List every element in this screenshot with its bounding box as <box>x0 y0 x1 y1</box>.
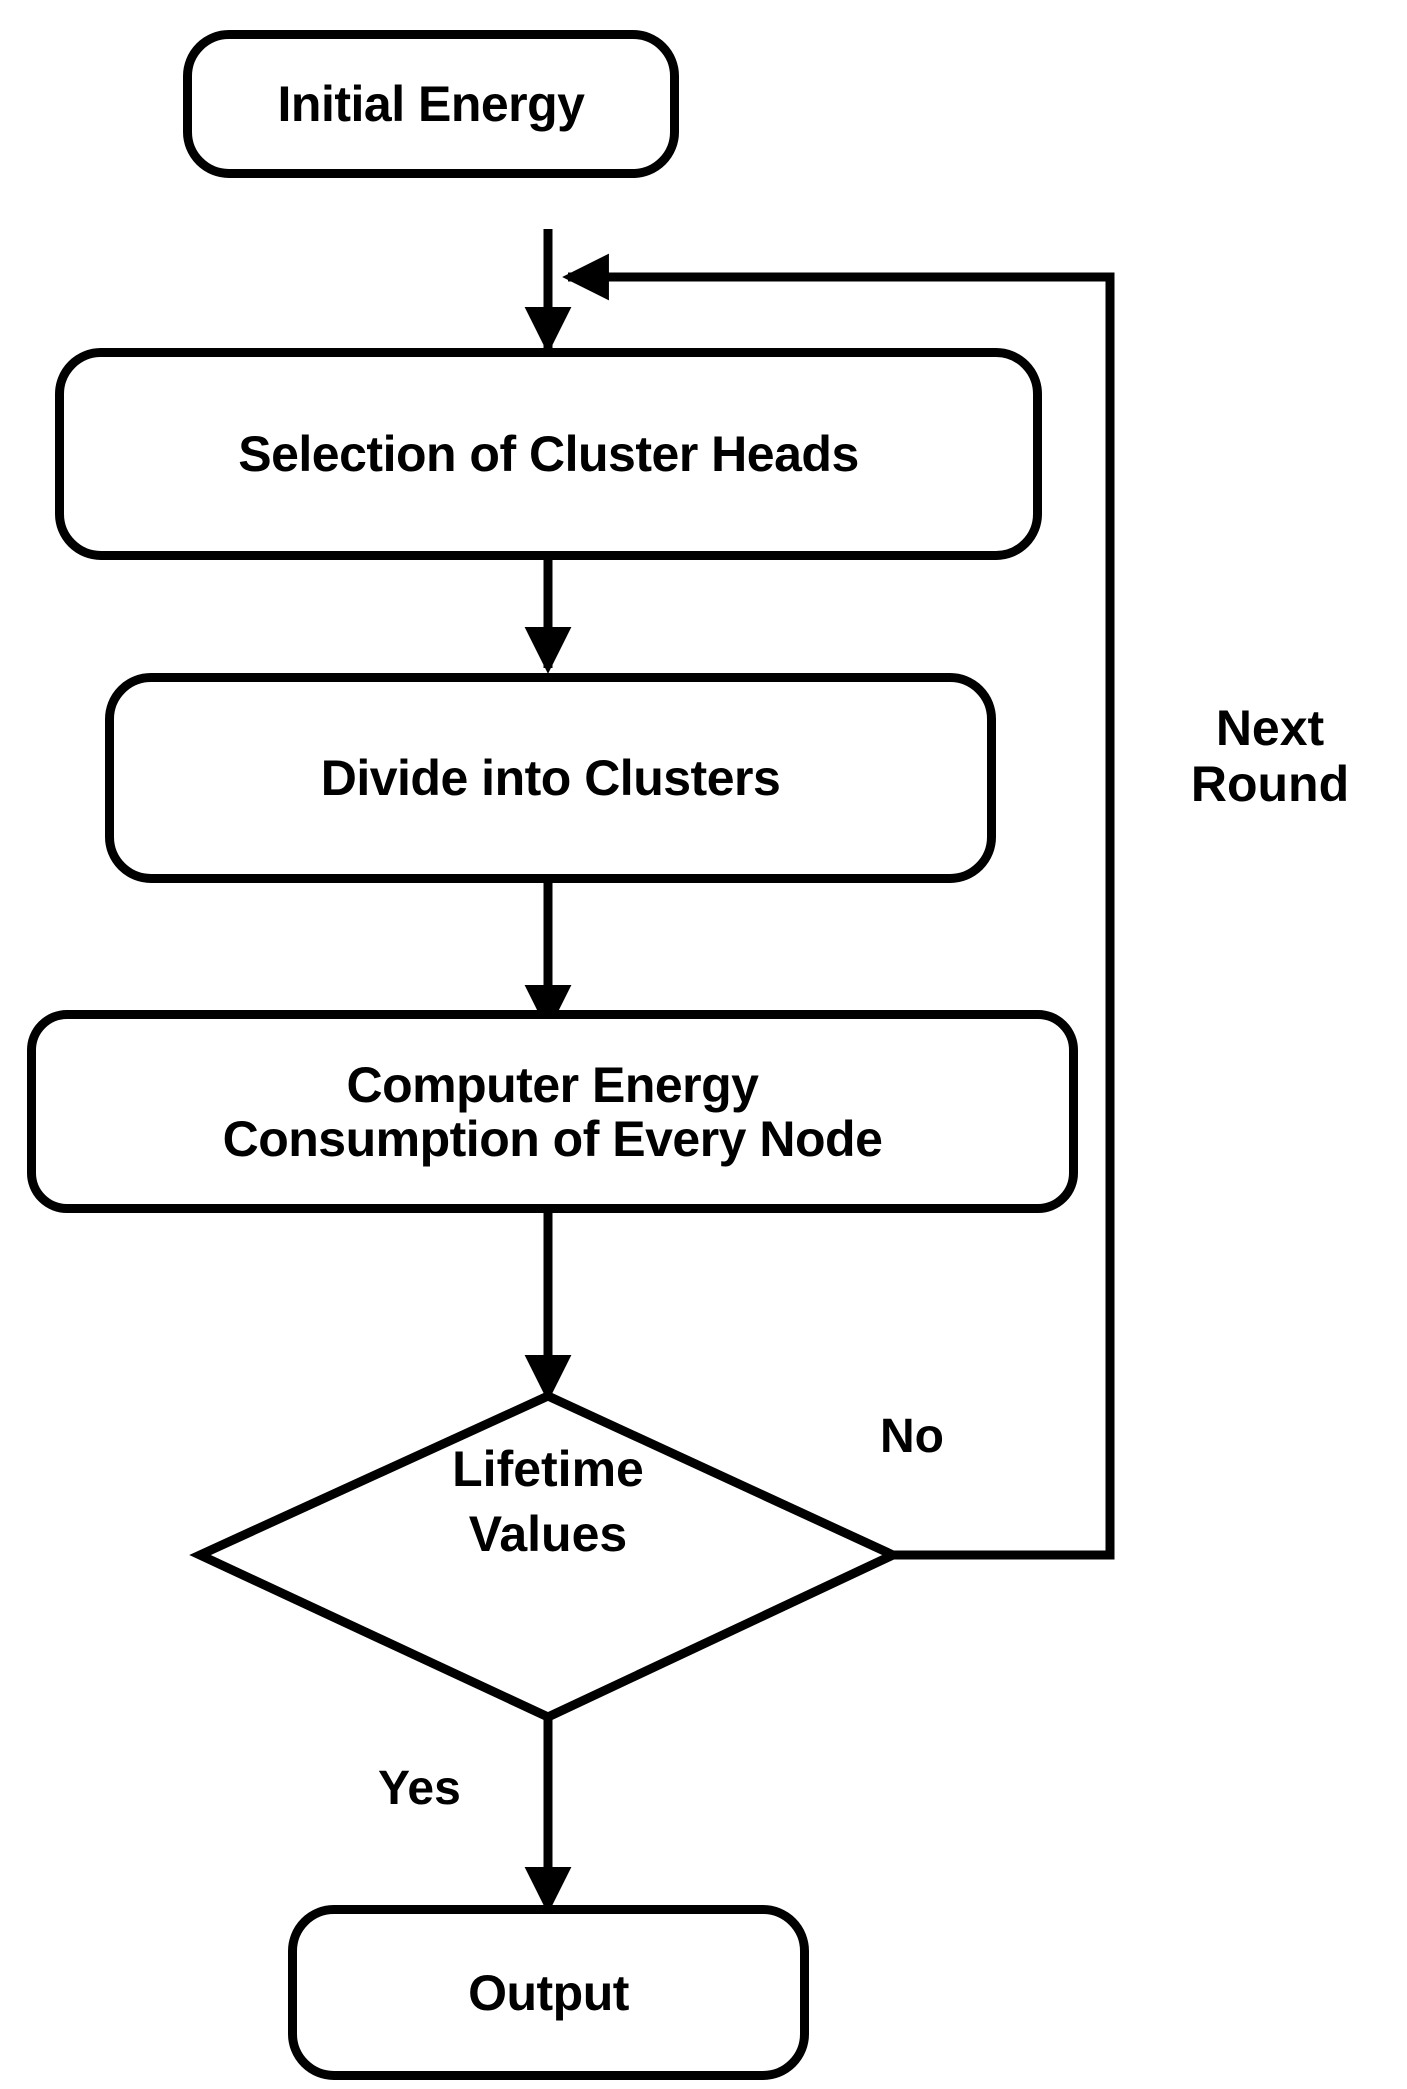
node-initial-energy[interactable]: Initial Energy <box>183 30 679 178</box>
edge-no-loop-next-round <box>562 253 1115 1560</box>
edge-label-next-round: Next Round <box>1190 700 1350 812</box>
node-divide-into-clusters[interactable]: Divide into Clusters <box>105 673 996 883</box>
node-output[interactable]: Output <box>288 1905 809 2080</box>
node-selection-of-cluster-heads[interactable]: Selection of Cluster Heads <box>55 348 1042 560</box>
node-lifetime-values-label: Lifetime Values <box>452 1441 644 1562</box>
node-computer-energy-consumption-label: Computer Energy Consumption of Every Nod… <box>222 1056 883 1167</box>
edge-label-no: No <box>880 1410 944 1463</box>
node-initial-energy-label: Initial Energy <box>277 76 585 132</box>
node-divide-into-clusters-label: Divide into Clusters <box>320 750 781 806</box>
decision-diamond-lifetime-values <box>189 1391 904 1722</box>
node-selection-of-cluster-heads-label: Selection of Cluster Heads <box>238 426 859 482</box>
node-computer-energy-consumption[interactable]: Computer Energy Consumption of Every Nod… <box>27 1010 1078 1213</box>
edge-label-yes: Yes <box>378 1762 461 1815</box>
node-output-label: Output <box>468 1964 629 2021</box>
